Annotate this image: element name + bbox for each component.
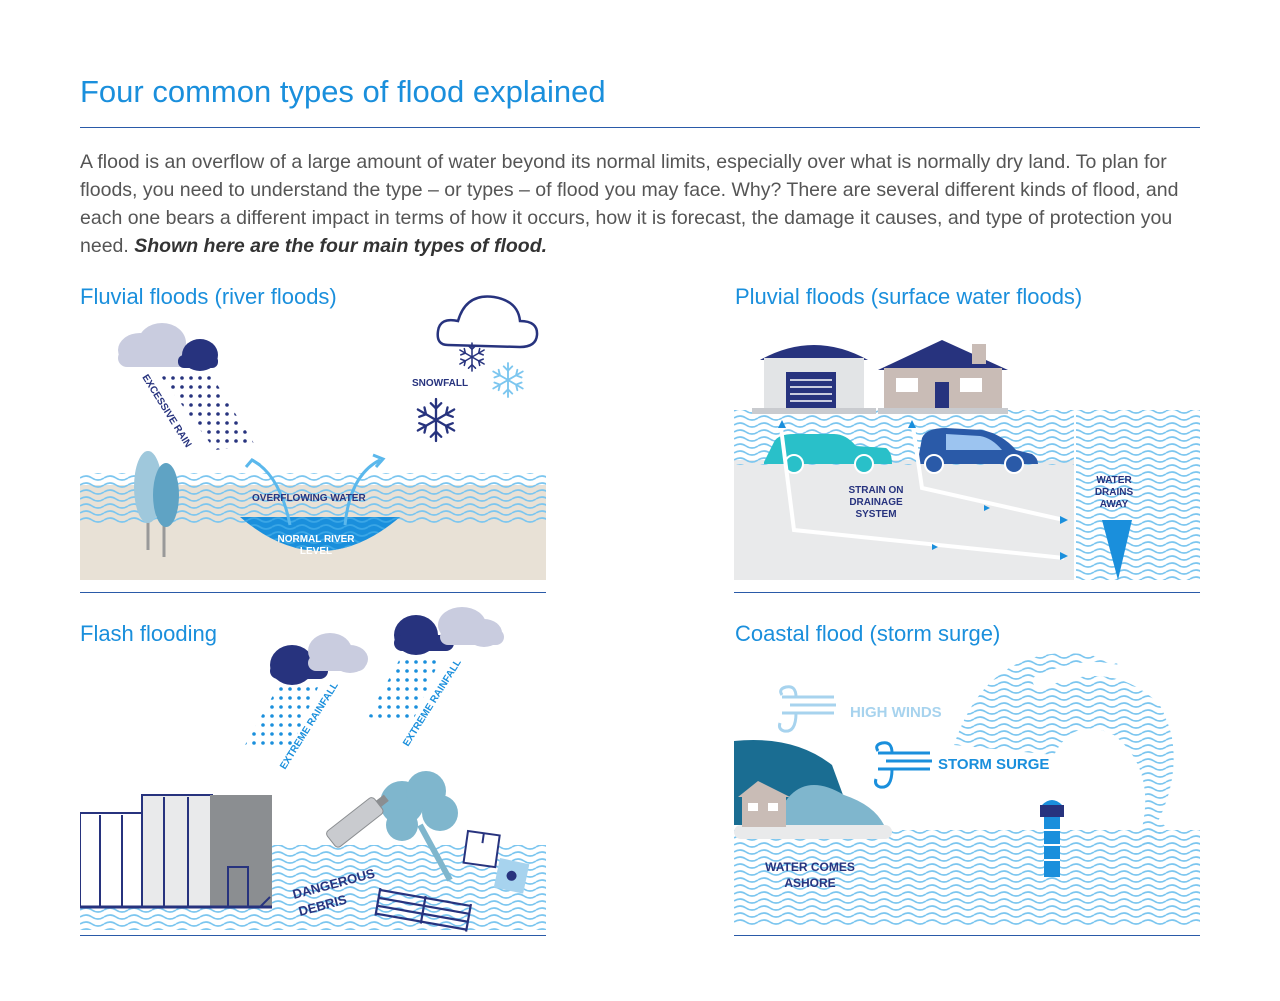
pallet-icon <box>374 887 473 932</box>
wind-icon <box>778 685 836 733</box>
warehouse-icon <box>752 345 876 414</box>
rain-drops-icon <box>160 373 255 450</box>
pluvial-title: Pluvial floods (surface water floods) <box>735 284 1083 309</box>
intro-paragraph: A flood is an overflow of a large amount… <box>80 148 1200 260</box>
storm-surge-wave <box>954 653 1176 855</box>
hill-light <box>774 785 884 825</box>
fluvial-title: Fluvial floods (river floods) <box>80 284 337 309</box>
storm-surge-label: STORM SURGE <box>938 756 1049 773</box>
rain-cloud-icon <box>118 323 218 371</box>
overflowing-water-label: OVERFLOWING WATER <box>252 493 366 504</box>
ashore-label: ASHORE <box>784 876 835 890</box>
car-icon <box>764 434 892 474</box>
coastal-title: Coastal flood (storm surge) <box>735 621 1001 646</box>
tree-icon <box>134 451 179 557</box>
wind-icon <box>874 741 932 789</box>
rain-cloud-icon <box>394 607 504 655</box>
house-icon <box>738 781 790 827</box>
strain-label-3: SYSTEM <box>855 509 896 520</box>
drains-label-2: DRAINS <box>1095 487 1134 498</box>
house-icon <box>878 340 1008 414</box>
coastal-illustration: HIGH WINDS STORM SURGE WATER COMES ASHOR… <box>734 645 1204 930</box>
rain-drops-icon <box>245 683 320 750</box>
box-icon <box>462 829 501 869</box>
car-icon <box>918 428 1038 474</box>
building-icon <box>80 794 272 909</box>
pluvial-illustration: STRAIN ON DRAINAGE SYSTEM WATER DRAINS A… <box>734 330 1202 585</box>
drains-label-3: AWAY <box>1100 499 1129 510</box>
snowfall-label: SNOWFALL <box>412 378 468 389</box>
snowflake-icon <box>459 342 485 372</box>
hazard-barrel-icon <box>493 858 530 894</box>
drain-funnel-icon <box>1102 520 1132 580</box>
snow-cloud-icon <box>436 295 539 349</box>
pluvial-divider <box>734 592 1200 593</box>
lighthouse-icon <box>1040 800 1064 877</box>
fluvial-divider <box>80 592 546 593</box>
rain-cloud-icon <box>270 633 368 685</box>
high-winds-label: HIGH WINDS <box>850 704 942 721</box>
flash-illustration: EXTREME RAINFALL EXTREME RAINFALL DANGER… <box>80 605 550 935</box>
flash-title: Flash flooding <box>80 621 217 646</box>
snowflake-icon <box>492 362 524 398</box>
water-comes-label: WATER COMES <box>765 860 855 874</box>
intro-text: A flood is an overflow of a large amount… <box>80 151 1179 257</box>
fluvial-illustration: EXCESSIVE RAIN SNOWFALL OVERFLOWING WATE… <box>80 285 550 585</box>
strain-label-2: DRAINAGE <box>849 497 903 508</box>
sea-waves <box>734 830 1200 925</box>
normal-river-label: NORMAL RIVER <box>277 534 355 545</box>
normal-river-label-2: LEVEL <box>300 546 332 557</box>
drains-label: WATER <box>1096 475 1132 486</box>
snowflake-icon <box>416 397 456 443</box>
flash-divider <box>80 935 546 936</box>
flow-arrow-icon <box>778 420 1068 560</box>
underground-area <box>734 460 1074 580</box>
uprooted-tree-icon <box>380 771 458 882</box>
title-divider <box>80 127 1200 128</box>
shore-strip <box>734 825 892 839</box>
intro-emphasis: Shown here are the four main types of fl… <box>134 235 548 257</box>
page-title: Four common types of flood explained <box>80 74 606 109</box>
drainage-pipe <box>778 419 1065 560</box>
strain-label: STRAIN ON <box>849 485 904 496</box>
overflow-arrow-icon <box>244 453 386 526</box>
gas-canister-icon <box>326 794 389 848</box>
rain-drops-icon <box>368 655 442 723</box>
coastal-divider <box>734 935 1200 936</box>
drain-waves <box>1076 410 1200 580</box>
